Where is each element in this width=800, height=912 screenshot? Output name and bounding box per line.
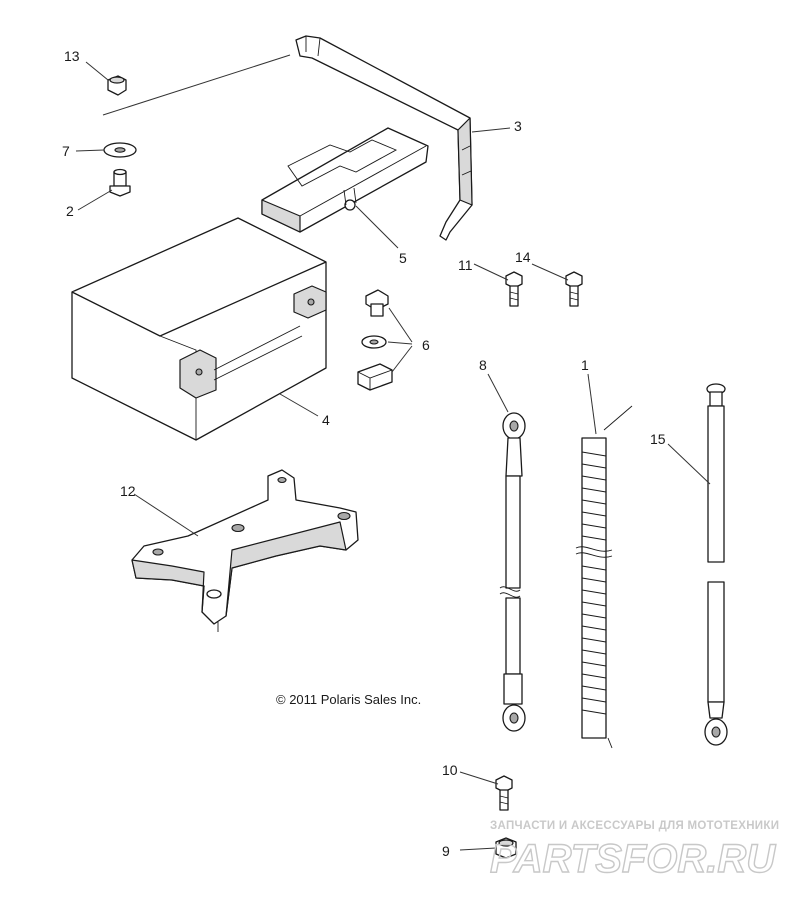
part-9-nut (495, 837, 517, 859)
callout-9: 9 (442, 843, 450, 859)
callout-15: 15 (650, 431, 666, 447)
callout-10: 10 (442, 762, 458, 778)
watermark-tagline: ЗАПЧАСТИ И АКСЕССУАРЫ ДЛЯ МОТОТЕХНИКИ (490, 820, 779, 832)
callout-8: 8 (479, 357, 487, 373)
part-14-bolt (565, 271, 583, 307)
part-7-washer (103, 142, 137, 158)
part-2-bolt (109, 168, 131, 197)
callout-5: 5 (399, 250, 407, 266)
leader-lines (75, 61, 711, 851)
part-10-bolt (495, 775, 513, 811)
part-6-terminal-hardware (357, 289, 413, 391)
callout-2: 2 (66, 203, 74, 219)
watermark-brand: PARTSFOR.RU (490, 837, 776, 881)
part-4-battery (71, 217, 327, 441)
callout-labels: 13 7 2 3 5 11 14 6 4 8 1 15 12 10 9 (62, 48, 666, 859)
part-5-battery-plate (261, 127, 429, 233)
part-1-wire-loom (575, 405, 633, 749)
callout-11: 11 (458, 257, 473, 273)
part-3-holddown-strap (102, 35, 473, 241)
callout-4: 4 (322, 412, 330, 428)
callout-6: 6 (422, 337, 430, 353)
watermark: ЗАПЧАСТИ И АКСЕССУАРЫ ДЛЯ МОТОТЕХНИКИ PA… (489, 820, 779, 882)
callout-13: 13 (64, 48, 80, 64)
copyright-notice: © 2011 Polaris Sales Inc. (276, 692, 421, 707)
part-8-battery-cable (499, 412, 526, 732)
part-13-nut (107, 75, 127, 96)
part-15-cable (704, 383, 728, 746)
callout-1: 1 (581, 357, 589, 373)
part-12-mounting-bracket (131, 469, 359, 632)
callout-14: 14 (515, 249, 531, 265)
callout-7: 7 (62, 143, 70, 159)
callout-12: 12 (120, 483, 136, 499)
callout-3: 3 (514, 118, 522, 134)
part-11-bolt (505, 271, 523, 307)
